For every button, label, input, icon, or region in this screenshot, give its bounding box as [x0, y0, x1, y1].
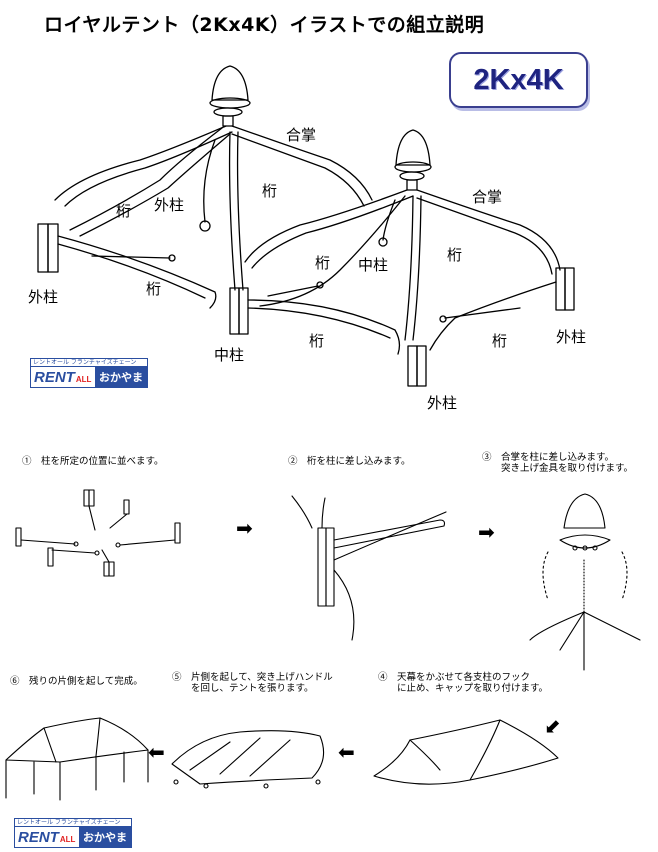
- logo-all: ALL: [75, 375, 92, 384]
- label-sotobashira: 外柱: [154, 196, 185, 214]
- label-gassho: 合掌: [286, 126, 317, 144]
- arrow-right-icon: ➡: [236, 516, 253, 540]
- label-keta: 桁: [116, 202, 132, 220]
- step-5-text: ⑤ 片側を起して、突き上げハンドル を回し、テントを張ります。: [172, 672, 333, 694]
- logo-tagline: レントオール フランチャイズチェーン: [14, 818, 132, 827]
- page-title: ロイヤルテント（2Kx4K）イラストでの組立説明: [44, 14, 485, 36]
- arrow-right-icon: ➡: [478, 520, 495, 544]
- step-4-text: ④ 天幕をかぶせて各支柱のフック に止め、キャップを取り付けます。: [378, 672, 549, 694]
- label-sotobashira: 外柱: [427, 394, 458, 412]
- label-keta: 桁: [492, 332, 508, 350]
- label-keta: 桁: [309, 332, 325, 350]
- logo-okayama: おかやま: [95, 367, 147, 387]
- label-keta: 桁: [447, 246, 463, 264]
- size-badge: 2Kx4K: [449, 52, 588, 108]
- peak-cap-left: [211, 65, 249, 101]
- step-6-text: ⑥ 残りの片側を起して完成。: [10, 676, 143, 687]
- logo-rent: RENT: [18, 828, 59, 846]
- step-6-illustration: [5, 717, 149, 801]
- logo-tagline: レントオール フランチャイズチェーン: [30, 358, 148, 367]
- step-1-illustration: [15, 489, 181, 577]
- arrow-left-icon: ⬅: [338, 740, 355, 764]
- step-2-text: ② 桁を柱に差し込みます。: [288, 456, 411, 467]
- label-keta: 桁: [146, 280, 162, 298]
- peak-cap-right: [395, 129, 431, 166]
- label-sotobashira: 外柱: [28, 288, 59, 306]
- label-sotobashira: 外柱: [556, 328, 587, 346]
- rentall-logo-bottom: レントオール フランチャイズチェーン RENT ALL おかやま: [14, 818, 132, 848]
- step-4-illustration: [373, 719, 559, 785]
- step-3-illustration: [529, 493, 641, 671]
- label-keta: 桁: [262, 182, 278, 200]
- step-1-text: ① 柱を所定の位置に並べます。: [22, 456, 164, 467]
- rentall-logo: レントオール フランチャイズチェーン RENT ALL おかやま: [30, 358, 148, 388]
- logo-all: ALL: [59, 835, 76, 844]
- logo-okayama: おかやま: [79, 827, 131, 847]
- step-5-illustration: [171, 730, 325, 789]
- step-3-text: ③ 合掌を柱に差し込みます。 突き上げ金具を取り付けます。: [482, 452, 634, 474]
- label-gassho: 合掌: [472, 188, 503, 206]
- label-nakabashira: 中柱: [214, 346, 245, 364]
- step-2-illustration: [291, 495, 447, 641]
- arrow-down-left-icon: ⬋: [544, 714, 561, 738]
- logo-rent: RENT: [34, 368, 75, 386]
- label-keta: 桁: [315, 254, 331, 272]
- size-badge-label: 2Kx4K: [473, 63, 564, 96]
- label-nakabashira: 中柱: [358, 256, 389, 274]
- arrow-left-icon: ⬅: [148, 740, 165, 764]
